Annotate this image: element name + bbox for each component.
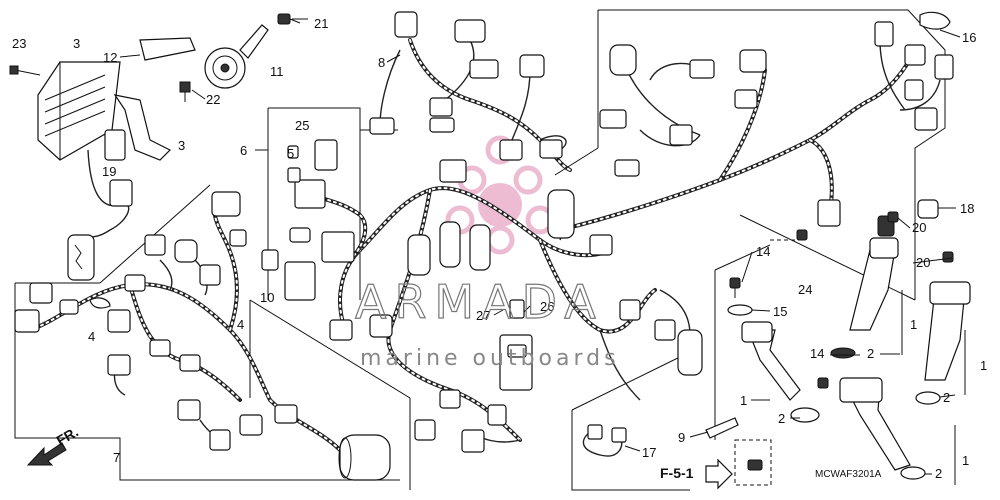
callout-1-d: 1: [962, 453, 969, 468]
callout-1-a: 1: [910, 317, 917, 332]
callout-17: 17: [642, 445, 656, 460]
callout-18: 18: [960, 201, 974, 216]
connector-17: [582, 424, 627, 457]
ignition-coils: [741, 215, 971, 471]
callout-4-right: 4: [237, 317, 244, 332]
callout-15: 15: [773, 304, 787, 319]
callout-23: 23: [12, 36, 26, 51]
reference-marker: F-5-1: [660, 458, 733, 490]
regulator-bracket: [104, 37, 196, 161]
callout-3-top: 3: [73, 36, 80, 51]
callout-20-top: 20: [912, 220, 926, 235]
front-arrow: FR.: [26, 423, 82, 466]
callout-1-c: 1: [740, 393, 747, 408]
callout-10: 10: [260, 290, 274, 305]
diagram-code: MCWAF3201A: [815, 469, 882, 480]
callout-2-a: 2: [867, 346, 874, 361]
callout-2-b: 2: [943, 390, 950, 405]
callout-25: 25: [295, 118, 309, 133]
callout-3-bottom: 3: [178, 138, 185, 153]
front-label: FR.: [54, 423, 82, 448]
callout-2-c: 2: [778, 411, 785, 426]
callout-19: 19: [102, 164, 116, 179]
callout-6: 6: [240, 143, 247, 158]
callout-labels: 23 3 12 21 11 22 3 19 8 25 5 6 10 4 4 7 …: [12, 16, 987, 481]
watermark-tagline: marine outboards: [360, 346, 620, 371]
sub-harness-10: [261, 139, 368, 301]
sub-harness-8: [369, 11, 572, 172]
callout-11: 11: [270, 64, 284, 79]
callout-22: 22: [206, 92, 220, 107]
watermark-brand: ARMADA: [355, 275, 604, 329]
callout-12: 12: [103, 50, 117, 65]
main-harness-center: [329, 159, 703, 453]
callout-14-top: 14: [756, 244, 770, 259]
sub-harness-7: [14, 191, 391, 481]
callout-24: 24: [798, 282, 812, 297]
horn: [204, 24, 269, 89]
callout-1-b: 1: [980, 358, 987, 373]
callout-21: 21: [314, 16, 328, 31]
bolts-top-left: [9, 13, 308, 102]
callout-27: 27: [476, 308, 490, 323]
callout-14-bottom: 14: [810, 346, 824, 361]
callout-16: 16: [962, 30, 976, 45]
callout-4-left: 4: [88, 329, 95, 344]
callout-26: 26: [540, 299, 554, 314]
callout-9: 9: [678, 430, 685, 445]
small-hardware: [705, 199, 954, 480]
callout-7: 7: [113, 450, 120, 465]
main-harness-upper-right: [558, 11, 954, 232]
callout-2-d: 2: [935, 466, 942, 481]
callout-8: 8: [378, 55, 385, 70]
callout-5: 5: [287, 146, 294, 161]
regulator-rectifier: [37, 61, 133, 281]
reference-code: F-5-1: [660, 465, 694, 481]
callout-20-bottom: 20: [916, 255, 930, 270]
